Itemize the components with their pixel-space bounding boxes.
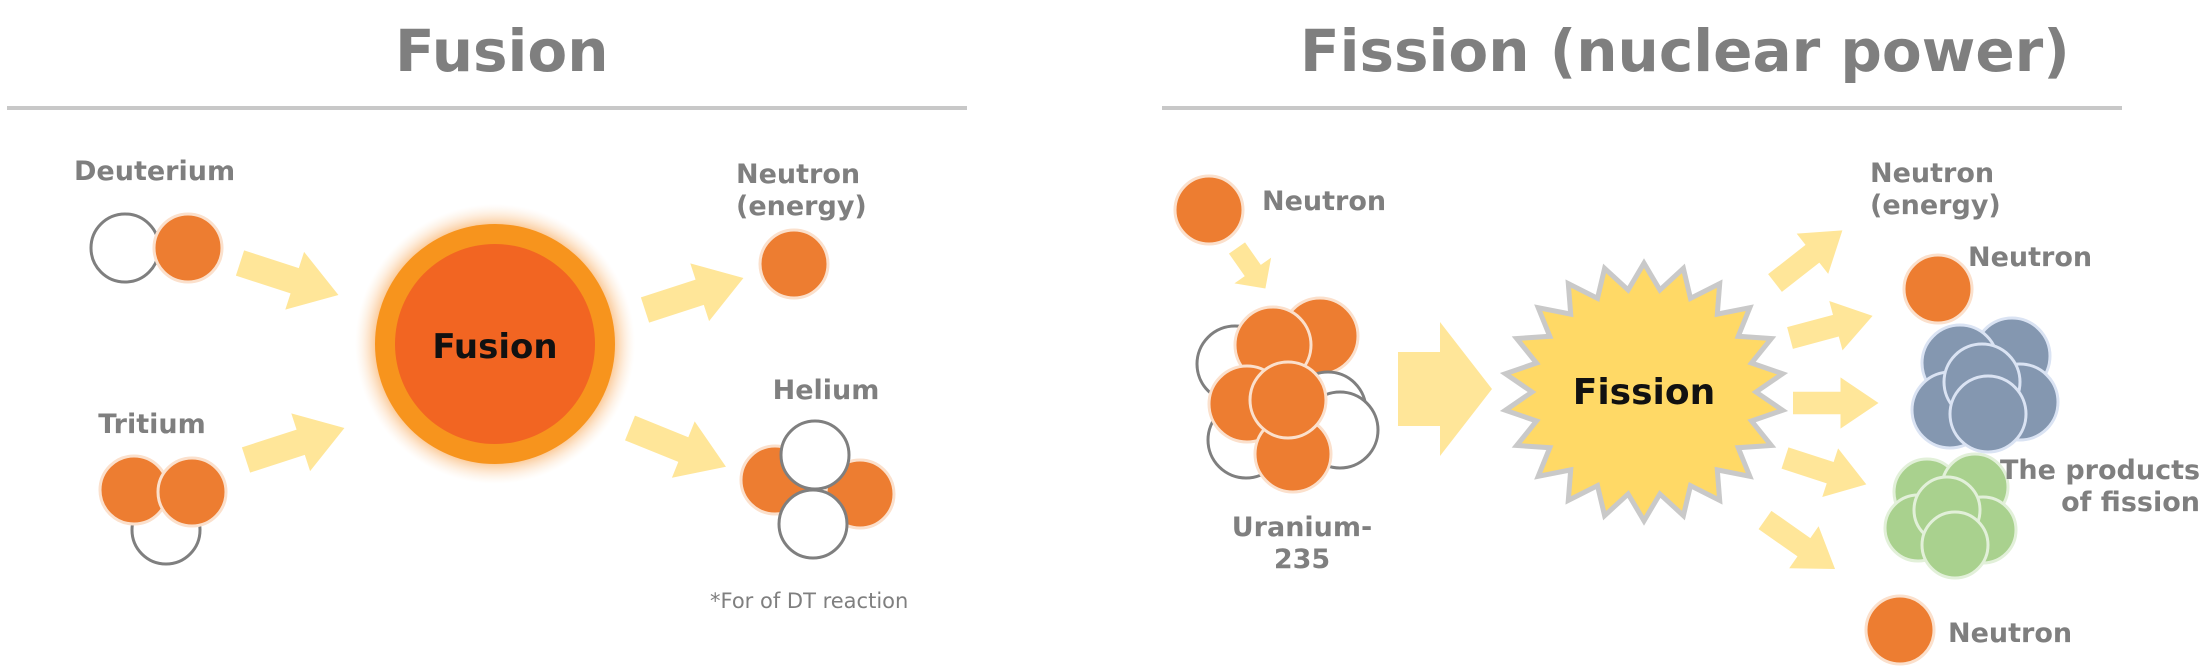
uranium-label-line2: 235 — [1273, 544, 1331, 576]
arrow-fission-to-neutron-top — [1783, 291, 1880, 363]
fission-products-label: The products of fission — [2000, 455, 2200, 520]
dt-reaction-note: *For of DT reaction — [710, 589, 909, 613]
fission-products-label-line2: of fission — [2061, 487, 2200, 519]
fusion-neutron-label-line1: Neutron — [736, 159, 861, 190]
helium-nucleus — [739, 419, 896, 560]
deuterium-nucleus — [89, 212, 224, 284]
fusion-title: Fusion — [395, 17, 609, 85]
arrow-fission-to-neutron-bottom — [1750, 499, 1850, 591]
fusion-neutron — [758, 228, 830, 300]
arrow-neutron-to-uranium — [1218, 235, 1284, 302]
arrow-fission-to-product-green — [1777, 433, 1875, 509]
fission-burst — [1499, 258, 1789, 526]
arrow-deuterium-to-fusion — [230, 234, 348, 324]
fission-incoming-neutron — [1173, 174, 1245, 246]
fusion-title-rule — [7, 106, 967, 110]
tritium-nucleus — [98, 454, 228, 566]
arrow-fission-to-product-blue — [1793, 377, 1879, 429]
fusion-core — [355, 204, 635, 484]
uranium-label-line1: Uranium- — [1231, 512, 1373, 543]
fission-neutron-bottom-label: Neutron — [1948, 618, 2073, 649]
arrow-fusion-to-helium — [618, 399, 738, 495]
uranium-label: Uranium- 235 — [1222, 512, 1382, 577]
arrow-fission-to-neutron-energy — [1759, 210, 1859, 304]
fusion-neutron-label-line2: (energy) — [736, 191, 867, 223]
fission-product-blue — [1910, 316, 2060, 454]
fusion-center-label: Fusion — [432, 327, 557, 367]
fission-products-label-line1: The products — [2000, 455, 2201, 486]
uranium-nucleus — [1195, 296, 1380, 494]
fission-neutron-energy-label-line2: (energy) — [1870, 190, 2001, 222]
fission-neutron-top — [1902, 253, 1974, 325]
fission-neutron-top-label: Neutron — [1968, 242, 2093, 273]
deuterium-label: Deuterium — [74, 156, 236, 187]
arrow-tritium-to-fusion — [236, 399, 354, 489]
fission-incoming-neutron-label: Neutron — [1262, 186, 1387, 217]
fission-neutron-energy-label: Neutron (energy) — [1870, 158, 2001, 223]
fusion-neutron-label: Neutron (energy) — [736, 159, 867, 224]
arrow-uranium-to-fission — [1398, 322, 1492, 456]
fission-product-green — [1883, 452, 2018, 580]
helium-label: Helium — [772, 375, 880, 406]
fission-center-label: Fission — [1573, 372, 1716, 413]
arrow-fusion-to-neutron — [635, 249, 753, 339]
fission-title: Fission (nuclear power) — [1300, 17, 2070, 85]
fission-title-rule — [1162, 106, 2122, 110]
fission-neutron-bottom — [1864, 594, 1936, 666]
fission-neutron-energy-label-line1: Neutron — [1870, 158, 1995, 189]
tritium-label: Tritium — [98, 409, 206, 440]
